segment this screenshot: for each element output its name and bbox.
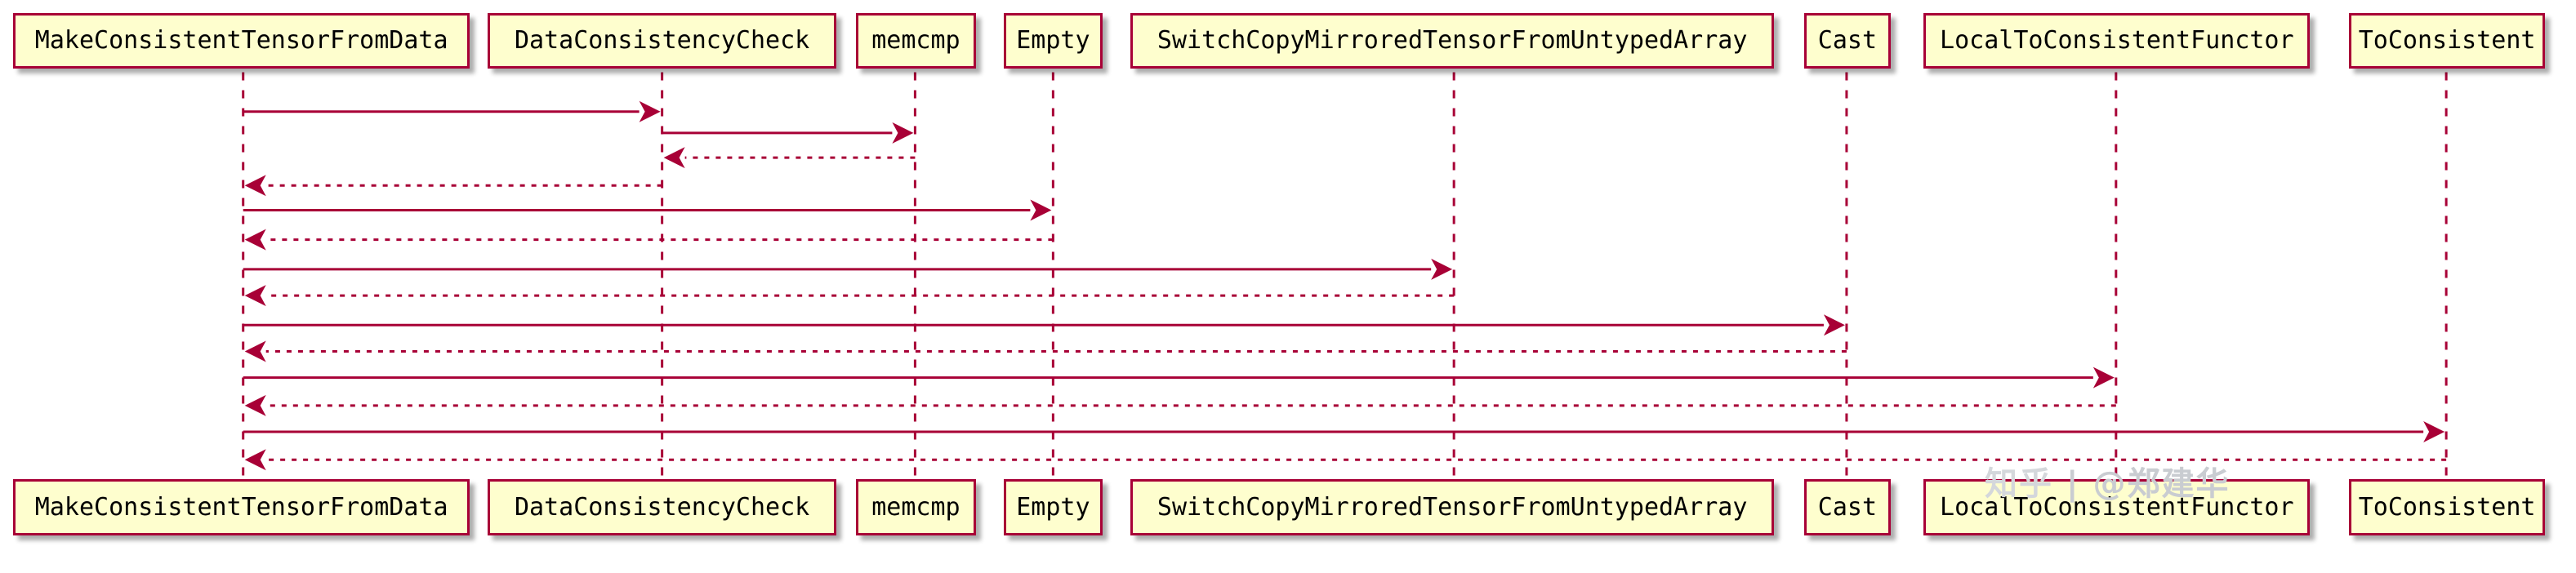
participant-top-empty[interactable]: Empty [1004, 13, 1103, 69]
participant-top-memcmp[interactable]: memcmp [855, 13, 976, 69]
participant-top-cast[interactable]: Cast [1803, 13, 1892, 69]
message-3-memcmp-to-check [663, 147, 916, 169]
participant-top-local[interactable]: LocalToConsistentFunctor [1923, 13, 2311, 69]
participant-label: SwitchCopyMirroredTensorFromUntypedArray [1157, 26, 1748, 56]
participant-label: LocalToConsistentFunctor [1940, 26, 2294, 56]
message-9-make-to-cast [243, 314, 1845, 336]
participant-label: LocalToConsistentFunctor [1940, 492, 2294, 522]
participant-label: Empty [1016, 492, 1090, 522]
participant-top-check[interactable]: DataConsistencyCheck [488, 13, 836, 69]
watermark: 知乎 | @郑建华 [1985, 457, 2230, 504]
message-2-check-to-memcmp [662, 122, 914, 144]
message-11-make-to-local [243, 366, 2115, 389]
participant-top-switchcopy[interactable]: SwitchCopyMirroredTensorFromUntypedArray [1130, 13, 1775, 69]
message-13-make-to-toconsist [243, 421, 2445, 443]
message-arrowhead-8 [244, 285, 266, 307]
participant-bottom-switchcopy[interactable]: SwitchCopyMirroredTensorFromUntypedArray [1130, 479, 1775, 535]
message-arrowhead-11 [2092, 366, 2115, 389]
message-arrowhead-14 [244, 449, 266, 471]
message-arrowhead-3 [663, 147, 685, 169]
participant-bottom-make[interactable]: MakeConsistentTensorFromData [13, 479, 470, 535]
watermark-separator: | [2053, 465, 2093, 503]
message-6-empty-to-make [244, 229, 1054, 251]
participant-label: Cast [1817, 26, 1878, 56]
message-arrowhead-4 [244, 175, 266, 197]
message-arrowhead-10 [244, 340, 266, 362]
participant-top-make[interactable]: MakeConsistentTensorFromData [13, 13, 470, 69]
participant-label: SwitchCopyMirroredTensorFromUntypedArray [1157, 492, 1748, 522]
message-arrowhead-13 [2423, 421, 2445, 443]
participant-bottom-cast[interactable]: Cast [1803, 479, 1892, 535]
participant-label: ToConsistent [2358, 26, 2536, 56]
message-arrowhead-6 [244, 229, 266, 251]
message-arrowhead-9 [1823, 314, 1845, 336]
participant-bottom-local[interactable]: LocalToConsistentFunctor [1923, 479, 2311, 535]
participant-label: ToConsistent [2358, 492, 2536, 522]
watermark-brand: 知乎 [1985, 465, 2053, 503]
message-arrowhead-12 [244, 394, 266, 416]
watermark-handle: @郑建华 [2092, 465, 2231, 503]
participant-bottom-empty[interactable]: Empty [1004, 479, 1103, 535]
message-10-cast-to-make [244, 340, 1847, 362]
message-14-toconsist-to-make [244, 449, 2447, 471]
participant-bottom-toconsist[interactable]: ToConsistent [2349, 479, 2545, 535]
message-8-switchcopy-to-make [244, 285, 1455, 307]
participant-label: memcmp [871, 26, 960, 56]
message-arrowhead-5 [1030, 199, 1052, 221]
participant-label: MakeConsistentTensorFromData [34, 492, 448, 522]
participant-bottom-check[interactable]: DataConsistencyCheck [488, 479, 836, 535]
message-arrowhead-1 [639, 100, 661, 122]
message-1-make-to-check [243, 100, 661, 122]
participant-top-toconsist[interactable]: ToConsistent [2349, 13, 2545, 69]
message-12-local-to-make [244, 394, 2116, 416]
participant-label: Empty [1016, 26, 1090, 56]
message-arrowhead-7 [1431, 258, 1453, 280]
message-7-make-to-switchcopy [243, 258, 1453, 280]
message-arrowhead-2 [892, 122, 914, 144]
participant-label: DataConsistencyCheck [515, 492, 810, 522]
participant-bottom-memcmp[interactable]: memcmp [855, 479, 976, 535]
participant-label: memcmp [871, 492, 960, 522]
message-5-make-to-empty [243, 199, 1052, 221]
participant-label: DataConsistencyCheck [515, 26, 810, 56]
participant-label: Cast [1817, 492, 1878, 522]
participant-label: MakeConsistentTensorFromData [34, 26, 448, 56]
message-4-check-to-make [244, 175, 662, 197]
